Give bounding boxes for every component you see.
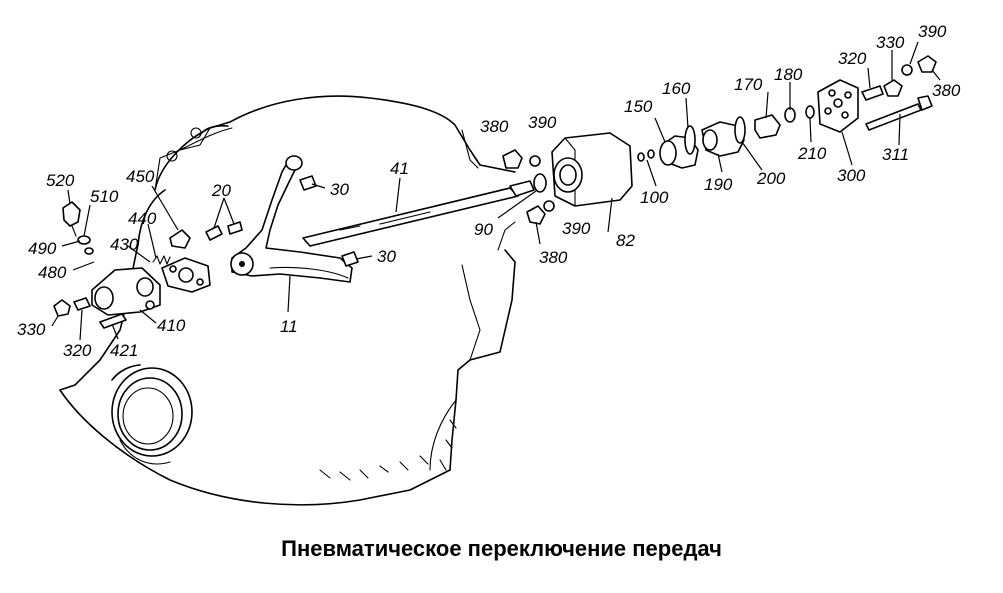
label-320-right: 320 xyxy=(838,49,867,68)
shift-fork xyxy=(205,155,359,283)
label-300: 300 xyxy=(837,166,866,185)
label-330-right: 330 xyxy=(876,33,905,52)
label-20: 20 xyxy=(211,181,231,200)
label-380-mid: 380 xyxy=(539,248,568,267)
end-cover xyxy=(817,55,937,133)
label-450: 450 xyxy=(126,167,155,186)
piston-group xyxy=(659,105,815,169)
label-82: 82 xyxy=(616,231,635,250)
label-11: 11 xyxy=(280,317,298,336)
label-330-left: 330 xyxy=(17,320,46,339)
label-180: 180 xyxy=(774,65,803,84)
label-90: 90 xyxy=(474,220,493,239)
label-520: 520 xyxy=(46,171,75,190)
label-100: 100 xyxy=(640,188,669,207)
label-380-top: 380 xyxy=(480,117,509,136)
label-421: 421 xyxy=(110,341,138,360)
left-cylinder-assembly xyxy=(53,201,211,329)
label-41: 41 xyxy=(390,159,409,178)
gearbox-housing xyxy=(59,95,516,506)
label-311: 311 xyxy=(882,145,909,164)
label-490: 490 xyxy=(28,239,57,258)
label-190: 190 xyxy=(704,175,733,194)
shift-rod xyxy=(302,173,547,247)
diagram-caption: Пневматическое переключение передач xyxy=(281,536,722,561)
label-160: 160 xyxy=(662,79,691,98)
label-390-top: 390 xyxy=(528,113,557,132)
label-200: 200 xyxy=(756,169,786,188)
label-480: 480 xyxy=(38,263,67,282)
label-510: 510 xyxy=(90,187,119,206)
label-170: 170 xyxy=(734,75,763,94)
label-320-left: 320 xyxy=(63,341,92,360)
label-390-right: 390 xyxy=(918,22,947,41)
label-380-right: 380 xyxy=(932,81,961,100)
label-440: 440 xyxy=(128,209,157,228)
label-410: 410 xyxy=(157,316,186,335)
label-30-top: 30 xyxy=(330,180,349,199)
leader-lines xyxy=(51,41,941,341)
label-30-bottom: 30 xyxy=(377,247,396,266)
part-labels: 520 510 490 480 450 440 430 410 421 330 … xyxy=(17,22,961,360)
label-150: 150 xyxy=(624,97,653,116)
label-210: 210 xyxy=(797,144,827,163)
label-430: 430 xyxy=(110,235,139,254)
cylinder-body xyxy=(502,132,655,225)
label-390-mid: 390 xyxy=(562,219,591,238)
